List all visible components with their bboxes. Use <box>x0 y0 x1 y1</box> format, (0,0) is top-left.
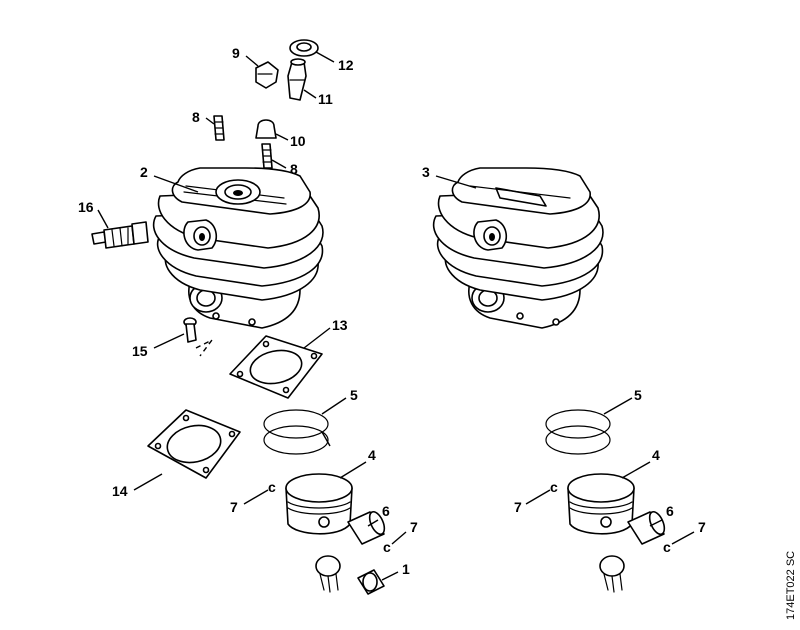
callout-16: 16 <box>78 199 94 215</box>
drawing-reference: 174ET022 SC <box>785 551 797 620</box>
cylinder-alternate[interactable] <box>432 167 604 329</box>
callout-7: 7 <box>410 519 418 535</box>
piston-pin-right[interactable] <box>627 510 667 545</box>
callout-4: 4 <box>368 447 376 463</box>
callout-8: 8 <box>290 161 298 177</box>
circlip-glyph: c <box>268 479 276 495</box>
valve-part-11[interactable] <box>287 58 307 101</box>
callout-11: 11 <box>318 91 333 107</box>
bearing-part-1[interactable] <box>357 569 385 595</box>
spark-plug-part-16[interactable] <box>91 221 149 249</box>
callout-10: 10 <box>290 133 306 149</box>
circlip-glyph: c <box>663 539 671 555</box>
callout-5: 5 <box>634 387 642 403</box>
callout-15: 15 <box>132 343 148 359</box>
stud-part-8-lower[interactable] <box>261 143 273 169</box>
needle-cage-left[interactable] <box>315 555 341 593</box>
callout-4: 4 <box>652 447 660 463</box>
cap-part-12[interactable] <box>289 39 319 57</box>
callout-13: 13 <box>332 317 348 333</box>
circlip-glyph: c <box>550 479 558 495</box>
leader-lines <box>97 51 695 581</box>
callout-9: 9 <box>232 45 240 61</box>
piston-rings-left[interactable] <box>263 409 331 455</box>
callout-7: 7 <box>230 499 238 515</box>
callout-14: 14 <box>112 483 128 499</box>
callout-6: 6 <box>666 503 674 519</box>
callout-5: 5 <box>350 387 358 403</box>
callout-6: 6 <box>382 503 390 519</box>
circlip-glyph: c <box>383 539 391 555</box>
nut-part-9[interactable] <box>255 61 279 89</box>
cylinder-with-fins[interactable] <box>152 167 324 329</box>
stud-part-8-upper[interactable] <box>213 115 225 141</box>
screw-part-15[interactable] <box>183 317 213 357</box>
piston-left[interactable] <box>285 473 353 535</box>
callout-1: 1 <box>402 561 410 577</box>
needle-cage-right[interactable] <box>599 555 625 593</box>
piston-pin-left[interactable] <box>347 510 387 545</box>
callout-3: 3 <box>422 164 430 180</box>
gasket-part-13[interactable] <box>229 335 323 399</box>
callout-7: 7 <box>698 519 706 535</box>
piston-rings-right[interactable] <box>545 409 611 455</box>
plug-cap-part-10[interactable] <box>255 119 277 139</box>
callout-12: 12 <box>338 57 354 73</box>
callout-7: 7 <box>514 499 522 515</box>
piston-right[interactable] <box>567 473 635 535</box>
callout-8: 8 <box>192 109 200 125</box>
callout-labels: 9 12 11 8 10 8 2 3 16 15 13 5 5 14 4 4 7… <box>78 45 706 577</box>
callout-2: 2 <box>140 164 148 180</box>
gasket-part-14[interactable] <box>147 409 241 479</box>
